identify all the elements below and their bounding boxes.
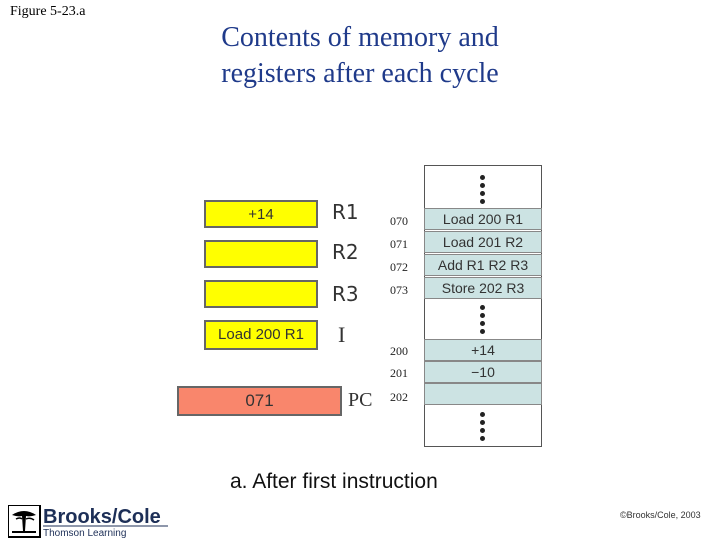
address-072: 072 (390, 260, 408, 274)
ellipsis-middle-icon (480, 305, 486, 337)
address-202: 202 (390, 390, 408, 404)
ellipsis-bottom-icon (480, 412, 486, 444)
register-r3-label: R3 (332, 282, 359, 306)
register-r1-label: R1 (332, 200, 359, 224)
tree-icon: Brooks/Cole Thomson Learning (7, 504, 168, 539)
memory-cell-070: Load 200 R1 (424, 208, 542, 230)
ellipsis-top-icon (480, 175, 486, 207)
memory-cell-072: Add R1 R2 R3 (424, 254, 542, 276)
title-line-2: registers after each cycle (221, 58, 499, 89)
title-line-1: Contents of memory and (221, 22, 499, 53)
register-r1-box: +14 (204, 200, 318, 228)
address-073: 073 (390, 283, 408, 297)
register-r2-box (204, 240, 318, 268)
address-071: 071 (390, 237, 408, 251)
copyright-text: ©Brooks/Cole, 2003 (620, 510, 701, 520)
memory-cell-200: +14 (424, 339, 542, 361)
program-counter-label: PC (348, 389, 373, 411)
memory-cell-073: Store 202 R3 (424, 277, 542, 299)
address-070: 070 (390, 214, 408, 228)
memory-cell-201: −10 (424, 361, 542, 383)
logo-brand-text: Brooks/Cole (43, 506, 161, 528)
brooks-cole-logo: Brooks/Cole Thomson Learning (7, 504, 170, 544)
program-counter-box: 071 (177, 386, 342, 416)
figure-caption: a. After first instruction (230, 470, 438, 493)
memory-cell-202 (424, 383, 542, 405)
figure-label: Figure 5-23.a (10, 4, 86, 19)
register-r2-label: R2 (332, 240, 359, 264)
instruction-register-box: Load 200 R1 (204, 320, 318, 350)
register-r3-box (204, 280, 318, 308)
memory-cell-071: Load 201 R2 (424, 231, 542, 253)
address-201: 201 (390, 366, 408, 380)
address-200: 200 (390, 344, 408, 358)
logo-sub-text: Thomson Learning (43, 528, 126, 539)
instruction-register-label: I (338, 322, 346, 347)
page-title: Contents of memory and registers after e… (150, 20, 570, 92)
